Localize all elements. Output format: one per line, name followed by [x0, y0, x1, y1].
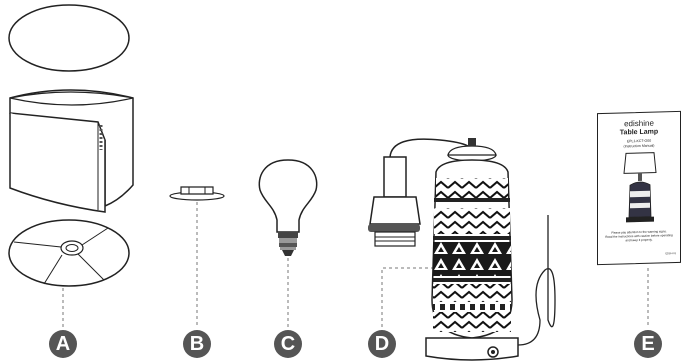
manual-code: EDSH-01: [665, 252, 676, 255]
shade-frame: [9, 220, 129, 286]
manual-lamp-illustration: [620, 150, 660, 227]
instruction-manual: edishine Table Lamp EPL1-KCT-O00 (Instru…: [597, 111, 681, 265]
manual-subtitle: (Instruction Manual): [598, 143, 680, 149]
lamp-base: [426, 138, 555, 360]
part-label-b: B: [183, 330, 211, 358]
shade-fabric-band: [10, 90, 133, 212]
lamp-nut: [170, 187, 224, 200]
manual-title: Table Lamp: [598, 128, 680, 137]
shade-top-disk: [9, 5, 129, 71]
part-label-d: D: [368, 330, 396, 358]
part-label-a: A: [49, 330, 77, 358]
part-label-e: E: [634, 330, 662, 358]
light-bulb: [259, 160, 316, 256]
part-label-c: C: [274, 330, 302, 358]
manual-note-line3: and keep it properly.: [598, 237, 680, 243]
